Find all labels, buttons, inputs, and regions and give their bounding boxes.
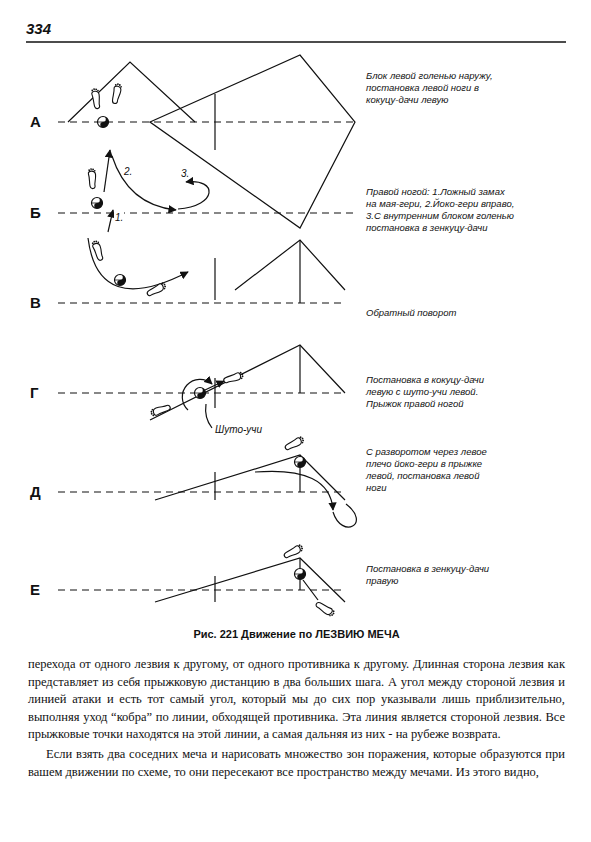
row-letter: В [30,294,41,311]
step-note: Правой ногой: 1.Ложный замах на мая-гери… [366,186,516,234]
header-rule [26,41,566,43]
figure-lines [58,55,358,602]
body-centre-marks [92,117,306,580]
step-note: Обратный поворот [366,307,516,319]
page-number: 334 [26,20,51,37]
figure-caption: Рис. 221 Движение по ЛЕЗВИЮ МЕЧА [28,628,565,640]
row-letter: Д [30,483,41,500]
step-note: С разворотом через левое плечо йоко-гери… [366,446,501,494]
step-note: Блок левой голенью наружу, постановка ле… [366,70,506,106]
callout-number: 3. [180,168,190,179]
row-letter: Г [30,384,39,401]
row-letter: Б [30,204,41,221]
callout-number: 2. [123,166,133,177]
callout-label: Шуто-учи [214,424,263,435]
row-letter: Е [30,581,40,598]
body-paragraph: Если взять два соседних меча и нарисоват… [28,746,565,781]
callout-number: 1. [114,212,124,223]
row-letter: А [30,113,41,130]
footprints [88,83,336,618]
body-paragraph: перехода от одного лезвия к другому, от … [28,656,565,744]
step-note: Постановка в зенкуцу-дачи правую [366,563,506,587]
step-note: Постановка в кокуцу-дачи левую с шуто-уч… [366,374,506,410]
